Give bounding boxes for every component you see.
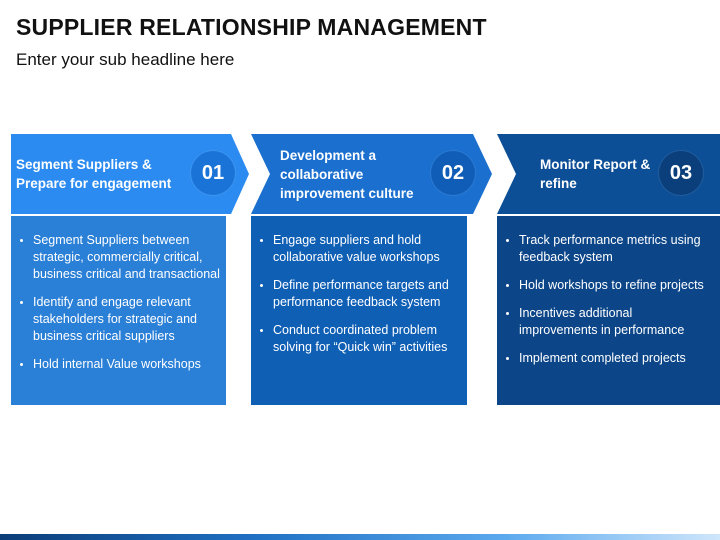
step-3-label: Monitor Report & refine: [540, 157, 651, 191]
step-2-body: Engage suppliers and hold collaborative …: [251, 216, 467, 405]
step-1-bullet: Hold internal Value workshops: [33, 356, 220, 373]
step-3-number-badge: 03: [659, 151, 703, 195]
step-2-bullet-list: Engage suppliers and hold collaborative …: [257, 232, 461, 356]
step-2-arrow-shape: [251, 134, 492, 214]
step-3-bullet: Hold workshops to refine projects: [519, 277, 714, 294]
page-title: SUPPLIER RELATIONSHIP MANAGEMENT: [16, 14, 487, 40]
step-3-header: Monitor Report & refine 03: [497, 134, 720, 214]
page-subtitle: Enter your sub headline here: [16, 50, 235, 69]
step-1-arrow-shape: [11, 134, 249, 214]
step-2-bullet: Engage suppliers and hold collaborative …: [273, 232, 461, 266]
step-1-bullet-list: Segment Suppliers between strategic, com…: [17, 232, 220, 373]
step-1-bullet: Segment Suppliers between strategic, com…: [33, 232, 220, 283]
step-1-number-badge: 01: [191, 151, 235, 195]
step-1-label: Segment Suppliers & Prepare for engageme…: [16, 157, 172, 191]
step-1-bullet: Identify and engage relevant stakeholder…: [33, 294, 220, 345]
step-2-header: Development a collaborative improvement …: [251, 134, 501, 214]
step-3-bullet: Track performance metrics using feedback…: [519, 232, 714, 266]
step-2-number-badge: 02: [431, 151, 475, 195]
step-2-label: Development a collaborative improvement …: [280, 147, 414, 201]
step-1-header: Segment Suppliers & Prepare for engageme…: [11, 134, 261, 214]
bottom-accent-bar: [0, 534, 720, 540]
step-3-bullet-list: Track performance metrics using feedback…: [503, 232, 714, 367]
step-3-bullet: Implement completed projects: [519, 350, 714, 367]
step-1-body: Segment Suppliers between strategic, com…: [11, 216, 226, 405]
step-3-body: Track performance metrics using feedback…: [497, 216, 720, 405]
step-2-bullet: Conduct coordinated problem solving for …: [273, 322, 461, 356]
step-3-arrow-shape: [497, 134, 720, 214]
step-2-bullet: Define performance targets and performan…: [273, 277, 461, 311]
step-3-bullet: Incentives additional improvements in pe…: [519, 305, 714, 339]
